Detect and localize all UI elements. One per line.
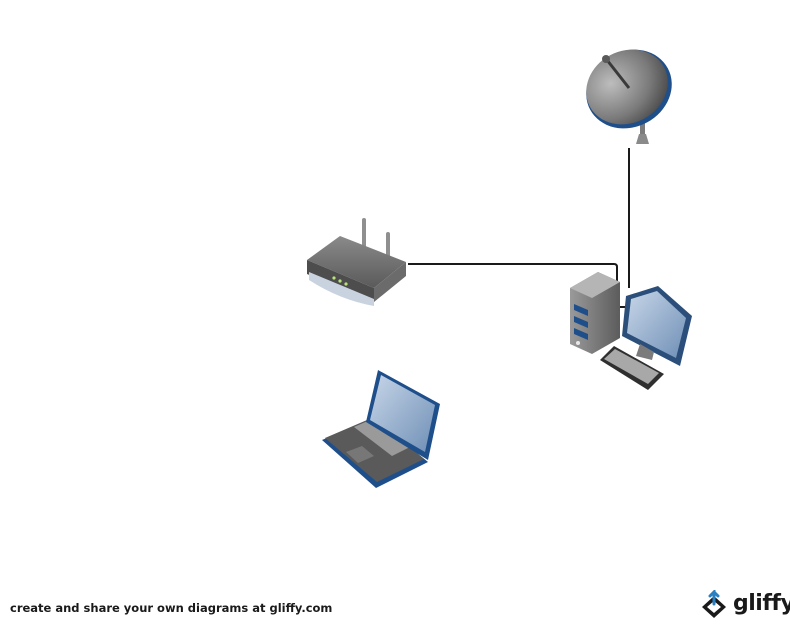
footer-text[interactable]: create and share your own diagrams at gl… (10, 601, 333, 615)
connector-router-desktop[interactable] (408, 263, 618, 287)
laptop-icon[interactable] (322, 370, 440, 488)
gliffy-logo[interactable]: gliffy (700, 588, 790, 620)
gliffy-logo-icon (702, 588, 726, 618)
satellite-dish-icon[interactable] (572, 35, 685, 144)
gliffy-logo-text: gliffy (733, 591, 790, 616)
wireless-router-icon[interactable] (307, 218, 406, 306)
desktop-computer-icon[interactable] (570, 272, 692, 390)
